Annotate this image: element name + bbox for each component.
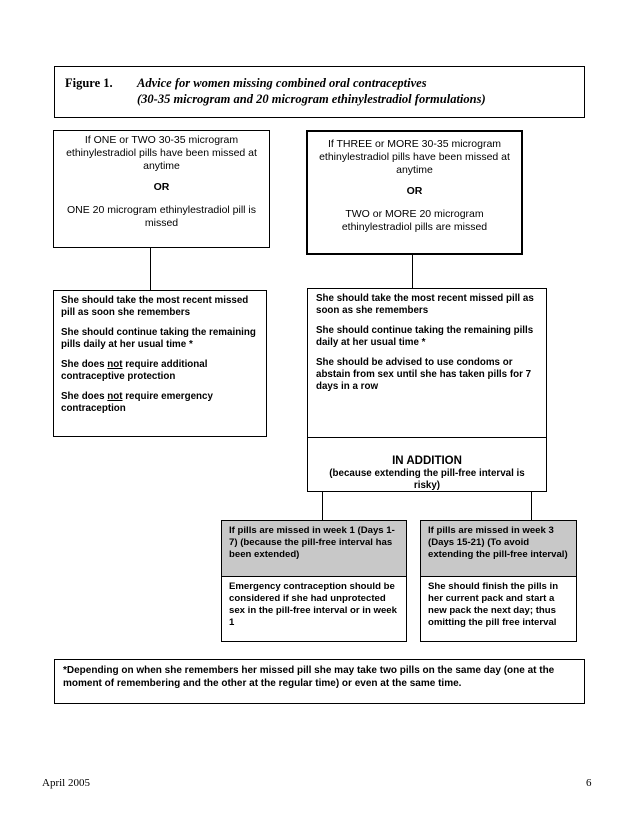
left-advice-p4: She does not require emergency contracep… (61, 391, 213, 414)
week3-connector (531, 492, 532, 520)
week1-connector (322, 492, 323, 520)
week3-header: If pills are missed in week 3 (Days 15-2… (421, 521, 576, 577)
week1-box: If pills are missed in week 1 (Days 1-7)… (221, 520, 407, 642)
figure-title-line1: Advice for women missing combined oral c… (137, 76, 427, 90)
right-advice-box: She should take the most recent missed p… (307, 288, 547, 438)
left-condition-text-2: ONE 20 microgram ethinylestradiol pill i… (66, 204, 257, 229)
week1-header: If pills are missed in week 1 (Days 1-7)… (222, 521, 406, 577)
figure-title-box: Figure 1. Advice for women missing combi… (54, 66, 585, 118)
footer-date: April 2005 (42, 777, 90, 789)
left-connector (150, 248, 151, 290)
week3-body: She should finish the pills in her curre… (428, 581, 559, 628)
right-advice-p3: She should be advised to use condoms or … (316, 357, 532, 392)
right-condition-text-2: TWO or MORE 20 microgram ethinylestradio… (341, 208, 488, 233)
right-condition-or: OR (406, 185, 423, 197)
right-advice-p1: She should take the most recent missed p… (316, 293, 534, 316)
left-condition-box: If ONE or TWO 30-35 microgram ethinylest… (53, 130, 270, 248)
figure-title-line2: (30-35 microgram and 20 microgram ethiny… (137, 92, 486, 106)
week1-body: Emergency contraception should be consid… (229, 581, 397, 628)
in-addition-box: IN ADDITION (because extending the pill-… (307, 437, 547, 492)
right-condition-box: If THREE or MORE 30-35 microgram ethinyl… (306, 130, 523, 255)
footnote-text: *Depending on when she remembers her mis… (63, 665, 555, 689)
week3-box: If pills are missed in week 3 (Days 15-2… (420, 520, 577, 642)
left-condition-or: OR (153, 181, 170, 193)
left-advice-p2: She should continue taking the remaining… (61, 327, 256, 350)
right-advice-p2: She should continue taking the remaining… (316, 325, 534, 348)
in-addition-subtitle: (because extending the pill-free interva… (329, 468, 525, 491)
right-connector (412, 255, 413, 288)
left-advice-p3: She does not require additional contrace… (61, 359, 208, 382)
in-addition-title: IN ADDITION (392, 455, 462, 467)
figure-label: Figure 1. (65, 76, 113, 90)
left-advice-p1: She should take the most recent missed p… (61, 295, 249, 318)
left-advice-box: She should take the most recent missed p… (53, 290, 267, 437)
right-condition-text-1: If THREE or MORE 30-35 microgram ethinyl… (319, 138, 510, 176)
footnote-box: *Depending on when she remembers her mis… (54, 659, 585, 704)
left-condition-text-1: If ONE or TWO 30-35 microgram ethinylest… (66, 134, 257, 172)
page-number: 6 (586, 777, 592, 789)
